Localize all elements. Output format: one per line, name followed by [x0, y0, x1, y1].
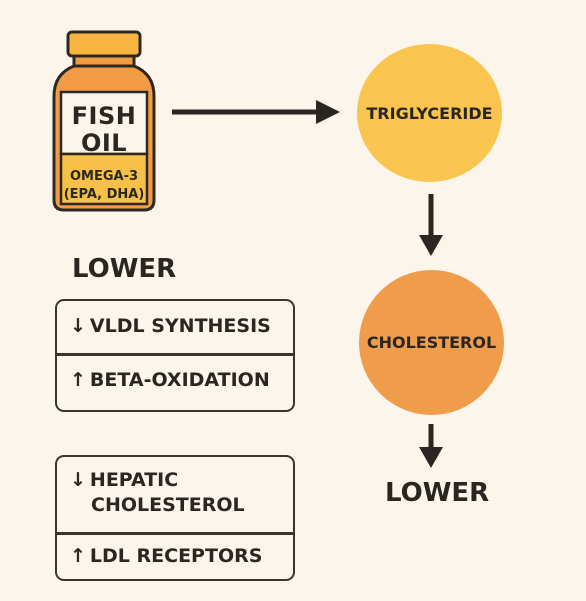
- arrow-triglyceride-to-cholesterol: [419, 194, 443, 256]
- mechanism-row-hepatic-cholesterol-line2: CHOLESTEROL: [91, 494, 245, 517]
- mechanism-row-vldl: ↓VLDL SYNTHESIS: [70, 315, 271, 338]
- hepatic-text: HEPATIC: [89, 469, 179, 491]
- triglyceride-node: TRIGLYCERIDE: [357, 44, 502, 182]
- arrow-bottle-to-triglyceride: [172, 100, 340, 124]
- box-divider: [57, 353, 293, 356]
- beta-oxidation-text: BETA-OXIDATION: [89, 369, 270, 391]
- bottle-subtitle-line1: OMEGA-3: [69, 169, 139, 184]
- cholesterol-label: CHOLESTEROL: [366, 333, 497, 352]
- cholesterol-text: CHOLESTEROL: [91, 494, 245, 516]
- triglyceride-label: TRIGLYCERIDE: [366, 103, 493, 123]
- lower-label-right: LOWER: [385, 478, 490, 508]
- lower-label-left: LOWER: [72, 254, 177, 284]
- ldl-receptors-text: LDL RECEPTORS: [89, 545, 263, 567]
- vldl-synthesis-text: VLDL SYNTHESIS: [89, 315, 271, 337]
- bottle-title-line1: FISH: [71, 102, 137, 130]
- down-arrow-icon: ↓: [70, 469, 86, 491]
- mechanism-row-beta-oxidation: ↑BETA-OXIDATION: [70, 369, 270, 392]
- cholesterol-node: CHOLESTEROL: [359, 270, 504, 415]
- bottle-subtitle-line2: (EPA, DHA): [63, 187, 145, 202]
- mechanism-box-cholesterol: ↓HEPATIC CHOLESTEROL ↑LDL RECEPTORS: [55, 455, 295, 581]
- mechanism-box-triglyceride: ↓VLDL SYNTHESIS ↑BETA-OXIDATION: [55, 299, 295, 412]
- fish-oil-bottle: FISH OIL OMEGA-3 (EPA, DHA): [52, 30, 156, 212]
- box-divider: [57, 532, 293, 535]
- bottle-title-line2: OIL: [80, 129, 128, 157]
- mechanism-row-hepatic-cholesterol: ↓HEPATIC: [70, 469, 178, 492]
- up-arrow-icon: ↑: [70, 369, 86, 391]
- bottle-icon: [52, 30, 156, 212]
- up-arrow-icon: ↑: [70, 545, 86, 567]
- down-arrow-icon: ↓: [70, 315, 86, 337]
- mechanism-row-ldl-receptors: ↑LDL RECEPTORS: [70, 545, 262, 568]
- arrow-cholesterol-to-lower: [419, 424, 443, 468]
